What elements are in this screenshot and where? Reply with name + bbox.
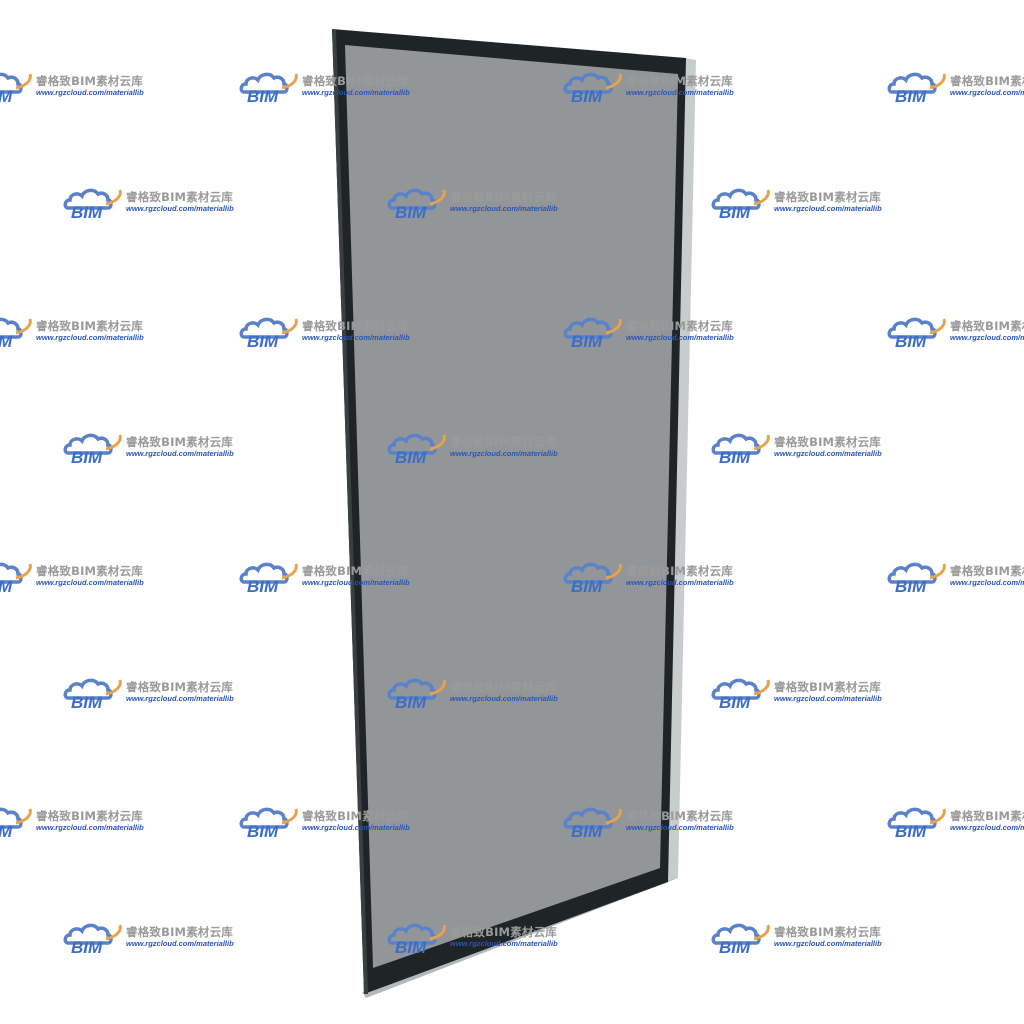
panel-frame-left-edge: [332, 29, 368, 994]
glass-pane: [345, 45, 678, 968]
panel-side-edge: [668, 58, 696, 880]
panel-bottom-edge: [362, 878, 678, 998]
